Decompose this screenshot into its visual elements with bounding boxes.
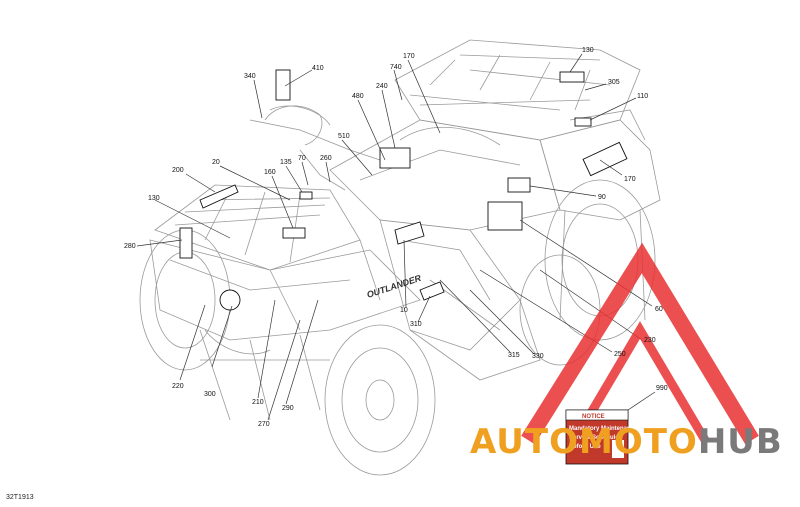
callout-130-rear: 130 <box>582 47 594 54</box>
watermark-logo: AUTOMOTOHUB <box>470 425 783 459</box>
decal-60 <box>487 201 523 231</box>
watermark-triangle <box>521 242 759 445</box>
notice-sticker: NOTICE Mandatory Maintenance Service Sch… <box>565 409 638 465</box>
watermark-part2: MOTO <box>578 422 698 462</box>
sticker-line-1: Mandatory Maintenance <box>569 426 638 432</box>
callout-230: 230 <box>644 337 656 344</box>
callout-60: 60 <box>655 306 663 313</box>
callout-200-top: 200 <box>172 167 184 174</box>
sticker-line-2: Service Schedule <box>569 435 619 441</box>
callout-70: 70 <box>298 155 306 162</box>
callout-340: 340 <box>244 73 256 80</box>
watermark-part3: HUB <box>697 422 783 462</box>
callout-330: 330 <box>532 353 544 360</box>
callout-990: 990 <box>656 385 668 392</box>
decal-10 <box>394 221 425 245</box>
callout-315: 315 <box>508 352 520 359</box>
callout-220: 220 <box>172 383 184 390</box>
figure-id: 32T1913 <box>6 494 34 501</box>
sticker-heading: NOTICE <box>582 414 605 420</box>
decal-90 <box>507 177 531 193</box>
decal-240 <box>379 147 411 169</box>
callout-135: 135 <box>280 159 292 166</box>
callout-110: 110 <box>637 93 648 100</box>
callout-labels: 340 410 170 740 130 305 240 110 480 510 … <box>124 47 668 428</box>
decal-130-rear <box>559 71 585 83</box>
callout-740: 740 <box>390 64 402 71</box>
callout-300: 300 <box>204 391 216 398</box>
watermark-part1: AUTO <box>470 422 579 462</box>
callout-480: 480 <box>352 93 364 100</box>
callout-270: 270 <box>258 421 270 428</box>
decal-marks <box>179 69 628 311</box>
callout-170-side: 170 <box>624 176 636 183</box>
callout-280: 280 <box>124 243 136 250</box>
callout-305: 305 <box>608 79 620 86</box>
callout-240: 240 <box>376 83 388 90</box>
callout-210: 210 <box>252 399 264 406</box>
sticker-line-3: Before Use <box>569 444 601 450</box>
decal-170 <box>582 141 628 177</box>
decal-160 <box>282 227 306 239</box>
callout-510: 510 <box>338 133 350 140</box>
decal-220-logo <box>219 289 241 311</box>
fender-decal-text: OUTLANDER <box>366 273 423 300</box>
callout-310: 310 <box>410 321 422 328</box>
callout-250: 250 <box>614 351 626 358</box>
callout-260: 260 <box>320 155 332 162</box>
decal-280 <box>179 227 193 259</box>
callout-90: 90 <box>598 194 606 201</box>
decal-410 <box>275 69 291 101</box>
callout-130-front: 130 <box>148 195 160 202</box>
callout-170-top: 170 <box>403 53 415 60</box>
callout-290: 290 <box>282 405 294 412</box>
callout-160: 160 <box>264 169 276 176</box>
callout-20: 20 <box>212 159 220 166</box>
decal-135 <box>299 191 313 200</box>
decal-310 <box>419 281 445 301</box>
decal-110 <box>574 117 592 127</box>
callout-10: 10 <box>400 307 408 314</box>
decal-200 <box>199 184 239 209</box>
callout-410: 410 <box>312 65 324 72</box>
